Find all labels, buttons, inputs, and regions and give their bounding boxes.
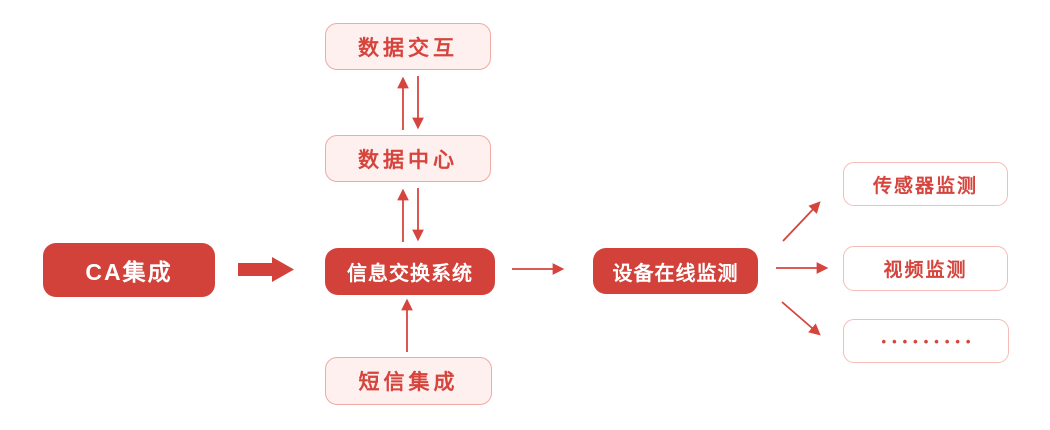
node-more-ellipsis: ••••••••• (843, 319, 1009, 363)
arrow-diagonal-up-icon (782, 201, 821, 242)
node-sensor-monitoring: 传感器监测 (843, 162, 1008, 206)
node-data-center: 数据中心 (325, 135, 491, 182)
node-video-monitoring: 视频监测 (843, 246, 1008, 291)
node-sms-integration: 短信集成 (325, 357, 492, 405)
node-device-online-monitoring: 设备在线监测 (593, 248, 758, 294)
arrow-diagonal-down-icon (781, 301, 821, 336)
node-info-exchange-system: 信息交换系统 (325, 248, 495, 295)
block-arrow-icon (238, 257, 294, 282)
node-ca-integration: CA集成 (43, 243, 215, 297)
node-data-exchange: 数据交互 (325, 23, 491, 70)
